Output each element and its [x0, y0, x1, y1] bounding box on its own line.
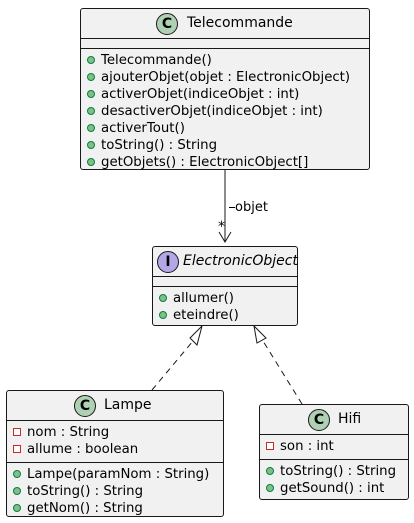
method-row: getObjets() : ElectronicObject[]: [81, 154, 369, 171]
public-marker: [13, 470, 21, 478]
interface-electronic-object[interactable]: I ElectronicObject allumer() eteindre(): [152, 246, 298, 326]
class-header: C Hifi: [260, 405, 408, 435]
method-row: activerObjet(indiceObjet : int): [81, 86, 369, 103]
association-label: objet: [229, 200, 268, 215]
class-badge: C: [308, 409, 330, 431]
public-marker: [87, 56, 95, 64]
association-multiplicity: *: [218, 219, 225, 235]
method-row: ajouterObjet(objet : ElectronicObject): [81, 69, 369, 86]
method-row: toString() : String: [260, 463, 408, 480]
public-marker: [159, 311, 167, 319]
realization-arrowhead-lampe: [189, 324, 203, 346]
method-row: getSound() : int: [260, 480, 408, 497]
methods-section: allumer() eteindre(): [153, 287, 297, 328]
class-lampe[interactable]: C Lampe nom : String allume : boolean La…: [6, 390, 224, 517]
interface-badge: I: [157, 251, 179, 273]
public-marker: [87, 73, 95, 81]
public-marker: [159, 294, 167, 302]
method-row: toString() : String: [81, 137, 369, 154]
realization-arrowhead-hifi: [253, 324, 267, 344]
public-marker: [13, 504, 21, 512]
realization-line-hifi: [262, 340, 303, 405]
class-name: Telecommande: [187, 15, 293, 31]
private-marker: [229, 207, 235, 208]
private-marker: [266, 442, 274, 450]
method-row: eteindre(): [153, 307, 297, 324]
fields-section: nom : String allume : boolean: [7, 421, 223, 463]
fields-section: [153, 277, 297, 287]
class-header: C Telecommande: [81, 9, 369, 39]
method-row: Lampe(paramNom : String): [7, 466, 223, 483]
private-marker: [13, 428, 21, 436]
method-row: getNom() : String: [7, 500, 223, 517]
public-marker: [87, 107, 95, 115]
method-row: allumer(): [153, 290, 297, 307]
method-row: activerTout(): [81, 120, 369, 137]
public-marker: [87, 141, 95, 149]
public-marker: [87, 158, 95, 166]
class-hifi[interactable]: C Hifi son : int toString() : String get…: [259, 404, 409, 500]
method-row: Telecommande(): [81, 52, 369, 69]
class-name: Hifi: [338, 411, 362, 427]
method-row: desactiverObjet(indiceObjet : int): [81, 103, 369, 120]
public-marker: [13, 487, 21, 495]
interface-name: ElectronicObject: [183, 253, 298, 269]
class-badge: C: [74, 395, 96, 417]
field-row: allume : boolean: [7, 441, 223, 458]
public-marker: [266, 484, 274, 492]
fields-section: [81, 39, 369, 49]
realization-line-lampe: [151, 340, 194, 391]
field-row: son : int: [260, 438, 408, 455]
class-telecommande[interactable]: C Telecommande Telecommande() ajouterObj…: [80, 8, 370, 170]
class-badge: C: [156, 13, 178, 35]
class-header: C Lampe: [7, 391, 223, 421]
method-row: toString() : String: [7, 483, 223, 500]
fields-section: son : int: [260, 435, 408, 460]
public-marker: [87, 124, 95, 132]
private-marker: [13, 445, 21, 453]
association-arrowhead: [218, 231, 232, 243]
methods-section: Telecommande() ajouterObjet(objet : Elec…: [81, 49, 369, 175]
methods-section: toString() : String getSound() : int: [260, 460, 408, 501]
public-marker: [266, 467, 274, 475]
class-name: Lampe: [104, 397, 152, 413]
interface-header: I ElectronicObject: [153, 247, 298, 277]
public-marker: [87, 90, 95, 98]
field-row: nom : String: [7, 424, 223, 441]
methods-section: Lampe(paramNom : String) toString() : St…: [7, 463, 223, 521]
